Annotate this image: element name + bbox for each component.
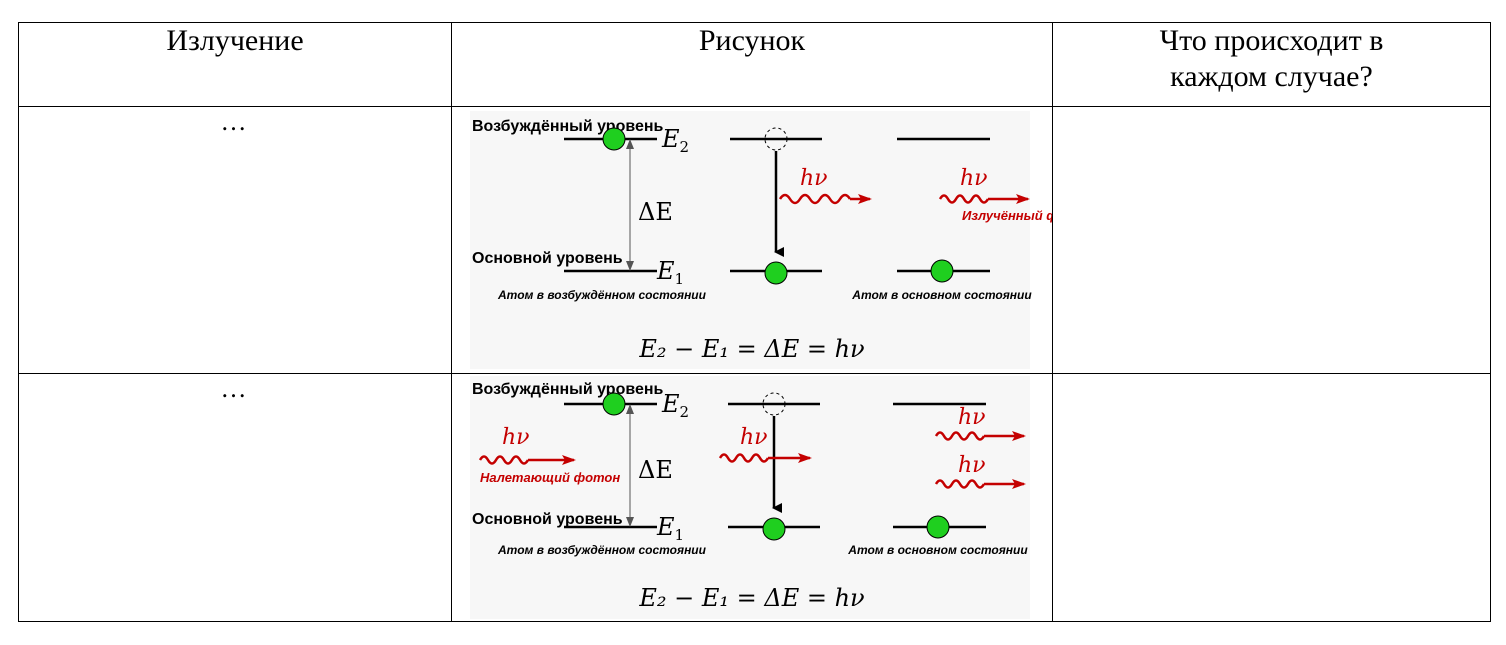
electron-icon [602, 392, 626, 416]
photon-label: hν [960, 166, 988, 191]
photon-wave-icon [938, 194, 990, 204]
photon-wave-icon [934, 479, 986, 489]
electron-icon [764, 261, 788, 285]
spontaneous-emission-diagram: Возбуждённый уровень Основной уровень E2… [470, 111, 1052, 369]
photon-wave-icon [778, 193, 852, 205]
photon-label: hν [958, 405, 986, 430]
comparison-table: Излучение Рисунок Что происходит в каждо… [18, 22, 1491, 622]
atom-ground-caption: Атом в основном состоянии [847, 543, 1028, 557]
what-happens-cell[interactable] [1052, 373, 1491, 622]
energy-formula: E₂ − E₁ = ΔE = hν [638, 584, 864, 612]
photon-wave-icon [934, 431, 986, 441]
excited-level-label: Возбуждённый уровень [472, 118, 664, 135]
e1-label: E1 [656, 257, 684, 288]
header-row: Излучение Рисунок Что происходит в каждо… [18, 22, 1491, 107]
electron-icon [602, 127, 626, 151]
incident-photon-label: Налетающий фотон [480, 470, 620, 485]
what-happens-cell[interactable] [1052, 106, 1491, 374]
figure-background [470, 376, 1030, 619]
table-row: … Возбуждённый уровень Основной уровень [18, 106, 1491, 374]
header-what-happens: Что происходит в каждом случае? [1052, 22, 1491, 107]
photon-wave-icon [718, 453, 770, 463]
e2-label: E2 [661, 125, 689, 156]
stimulated-emission-diagram: Возбуждённый уровень Основной уровень hν… [470, 376, 1030, 619]
radiation-type-cell[interactable]: … [18, 373, 452, 622]
empty-state-icon [764, 127, 788, 151]
figure-cell: Возбуждённый уровень Основной уровень hν… [451, 373, 1053, 622]
photon-label: hν [740, 425, 768, 450]
figure-cell: Возбуждённый уровень Основной уровень E2… [451, 106, 1053, 374]
emitted-photon-label: Излучённый фотон [962, 208, 1052, 223]
electron-icon [762, 517, 786, 541]
table-row: … Возбуждённый уровень Основной уровень … [18, 373, 1491, 622]
e2-label: E2 [661, 390, 689, 421]
atom-ground-caption: Атом в основном состоянии [851, 288, 1032, 302]
ground-level-label: Основной уровень [472, 250, 623, 267]
photon-wave-icon [478, 455, 530, 465]
energy-formula: E₂ − E₁ = ΔE = hν [638, 335, 864, 363]
atom-excited-caption: Атом в возбуждённом состоянии [497, 288, 707, 302]
excited-level-label: Возбуждённый уровень [472, 381, 664, 398]
ground-level-label: Основной уровень [472, 511, 623, 528]
e1-label: E1 [656, 513, 684, 544]
header-figure: Рисунок [451, 22, 1053, 107]
delta-e-label: ΔE [638, 456, 673, 484]
delta-e-label: ΔE [638, 198, 673, 226]
photon-label: hν [958, 453, 986, 478]
header-radiation: Излучение [18, 22, 452, 107]
empty-state-icon [762, 392, 786, 416]
photon-label: hν [800, 166, 828, 191]
radiation-type-cell[interactable]: … [18, 106, 452, 374]
electron-icon [926, 515, 950, 539]
atom-excited-caption: Атом в возбуждённом состоянии [497, 543, 707, 557]
photon-label: hν [502, 425, 530, 450]
electron-icon [930, 259, 954, 283]
figure-background [470, 111, 1030, 369]
